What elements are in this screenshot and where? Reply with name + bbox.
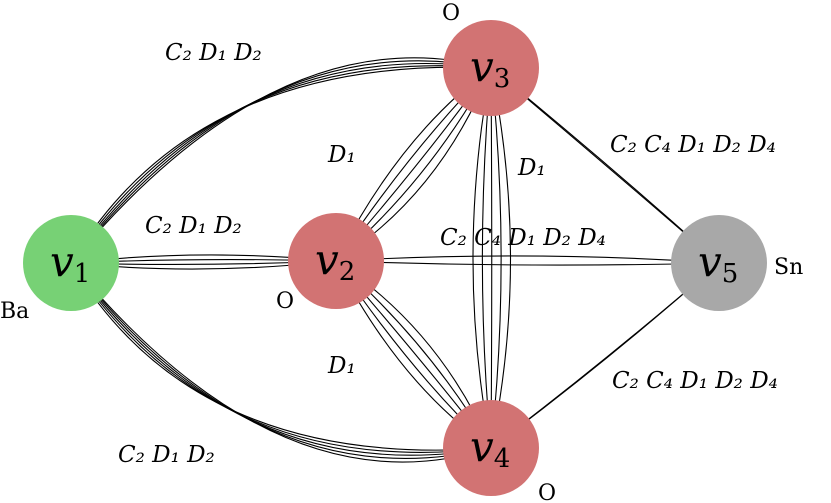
node-v5: v5 Sn <box>671 215 803 311</box>
edge-label-v2-v4: D₁ <box>327 353 356 379</box>
atom-label-v2: O <box>276 289 294 314</box>
edge-v2-v5-2 <box>335 260 720 266</box>
edge-v3-v4-3 <box>490 67 493 449</box>
node-label-v2: v2 <box>315 235 355 287</box>
atom-label-v4: O <box>538 481 556 503</box>
edge-label-v2-v3: D₁ <box>327 142 356 168</box>
edge-label-v1-v2: C₂ D₁ D₂ <box>145 213 242 239</box>
node-circle-v3 <box>443 20 539 116</box>
edge-v3-v4-2 <box>481 67 492 449</box>
node-label-v1: v1 <box>50 237 90 289</box>
edge-v3-v4-4 <box>490 67 502 449</box>
edge-label-v3-v4: D₁ <box>517 155 546 181</box>
node-circle-v1 <box>23 215 119 311</box>
edge-label-v4-v5: C₂ C₄ D₁ D₂ D₄ <box>612 368 778 394</box>
node-label-v5: v5 <box>698 237 738 289</box>
nodes: v1 Ba v2 O v3 O v4 O v5 Sn <box>0 1 803 503</box>
edge-v1-v4-3 <box>70 262 492 456</box>
node-circle-v2 <box>288 213 384 309</box>
node-circle-v4 <box>443 400 539 496</box>
atom-label-v3: O <box>442 1 460 26</box>
edge-label-v1-v4: C₂ D₁ D₂ <box>118 442 215 468</box>
edge-v1-v4-4 <box>70 262 492 459</box>
edge-v3-v4-5 <box>490 67 512 449</box>
edge-label-v3-v5: C₂ C₄ D₁ D₂ D₄ <box>610 132 776 158</box>
edge-v1-v4-2 <box>70 262 492 453</box>
edge-label-v1-v3: C₂ D₁ D₂ <box>165 40 262 66</box>
edge-labels: C₂ D₁ D₂ C₂ D₁ D₂ C₂ D₁ D₂ D₁ D₁ D₁ C₂ C… <box>118 40 778 468</box>
node-circle-v5 <box>671 215 767 311</box>
node-label-v4: v4 <box>470 422 510 474</box>
node-label-v3: v3 <box>470 42 510 94</box>
edge-v1-v3-5 <box>70 57 492 264</box>
node-v1: v1 Ba <box>0 215 119 324</box>
edge-v1-v4-1 <box>70 262 492 451</box>
edge-v1-v4-5 <box>70 262 492 463</box>
edge-label-v2-v5: C₂ C₄ D₁ D₂ D₄ <box>440 225 606 251</box>
edge-v3-v4-1 <box>472 67 492 449</box>
node-v3: v3 O <box>442 1 539 116</box>
node-v2: v2 O <box>276 213 384 314</box>
node-v4: v4 O <box>443 400 556 503</box>
atom-label-v5: Sn <box>774 255 803 280</box>
atom-label-v1: Ba <box>0 299 29 324</box>
edges <box>70 57 720 463</box>
edge-v2-v5-1 <box>335 255 720 264</box>
